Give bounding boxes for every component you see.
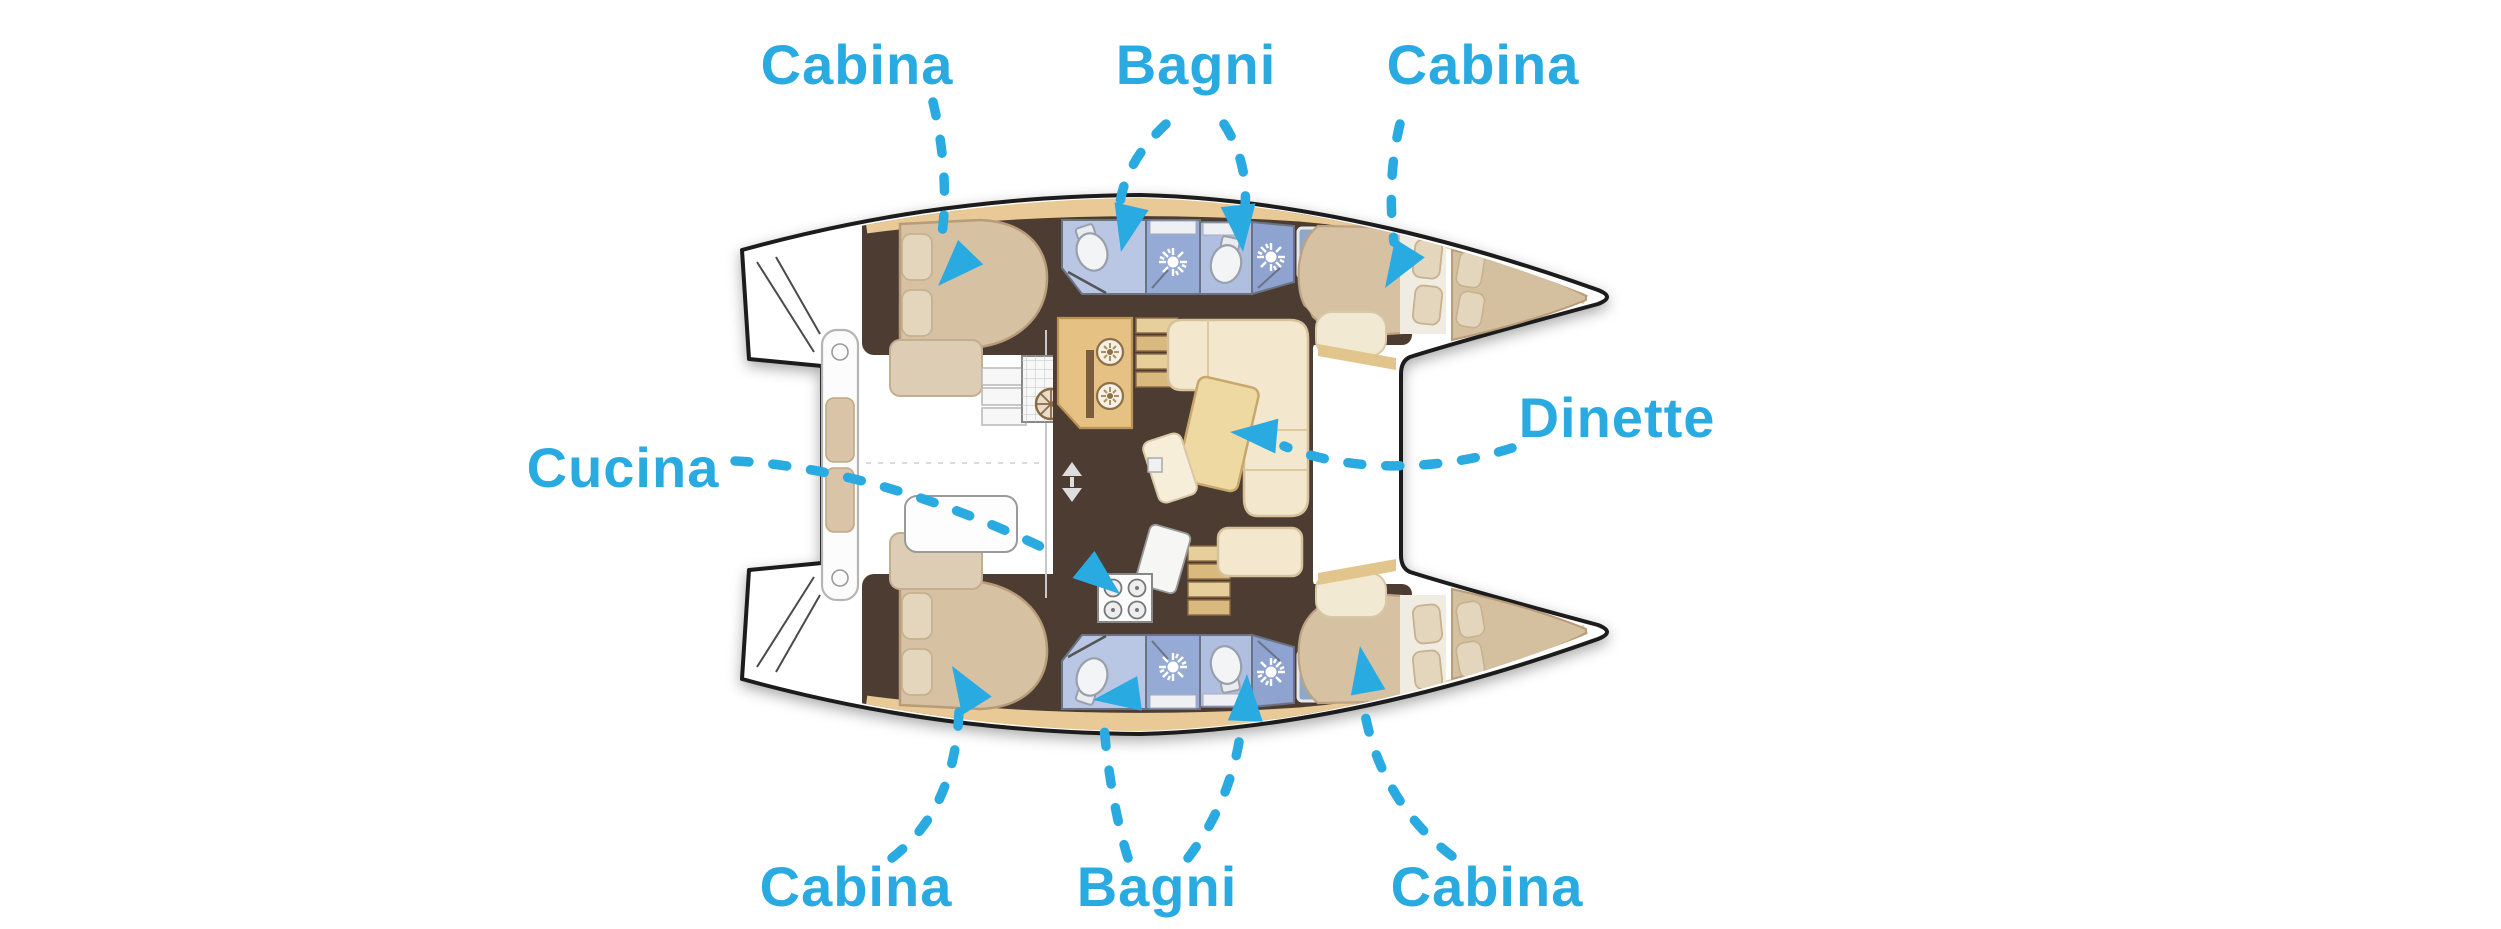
cockpit-bench bbox=[820, 328, 860, 602]
connector-cabina-top-right bbox=[1386, 119, 1405, 247]
transom-steps bbox=[756, 256, 821, 673]
callout-labels: Cabina Bagni Cabina Cucina Dinette Cabin… bbox=[527, 33, 1716, 918]
label-bagni-bottom: Bagni bbox=[1077, 855, 1238, 918]
connector-cabina-top-left bbox=[928, 97, 950, 245]
label-dinette: Dinette bbox=[1519, 386, 1716, 449]
connector-bagni-top-a bbox=[1114, 119, 1171, 215]
bench-cushion bbox=[825, 467, 855, 533]
salon bbox=[1053, 302, 1313, 623]
label-cucina: Cucina bbox=[527, 436, 720, 499]
stool bbox=[1142, 432, 1198, 504]
dinette-bench bbox=[1216, 526, 1304, 578]
connector-dinette bbox=[1279, 441, 1517, 471]
label-cabina-bottom-left: Cabina bbox=[760, 855, 953, 918]
connector-cucina bbox=[730, 456, 1061, 559]
connector-bagni-bottom-b bbox=[1183, 731, 1245, 863]
deck-fitting-icon bbox=[831, 343, 849, 361]
callout-connectors bbox=[730, 97, 1517, 863]
galley-counter bbox=[1056, 316, 1134, 430]
deck-fitting-icon bbox=[831, 569, 849, 587]
mast-post bbox=[1147, 457, 1163, 473]
label-cabina-top-right: Cabina bbox=[1387, 33, 1580, 96]
label-cabina-bottom-right: Cabina bbox=[1391, 855, 1584, 918]
cockpit-table bbox=[904, 495, 1018, 553]
bench-cushion bbox=[825, 397, 855, 463]
label-bagni-top: Bagni bbox=[1116, 33, 1277, 96]
door-marker-icon bbox=[1062, 462, 1082, 502]
dinette-sofa bbox=[1166, 318, 1310, 518]
connector-cabina-bottom-left bbox=[887, 707, 964, 863]
connector-bagni-bottom-a bbox=[1099, 721, 1133, 863]
connector-cabina-bottom-right bbox=[1358, 697, 1457, 861]
label-cabina-top-left: Cabina bbox=[761, 33, 954, 96]
entry-steps bbox=[981, 367, 1027, 426]
dinette-table bbox=[1176, 375, 1260, 493]
connector-bagni-top-b bbox=[1219, 119, 1251, 213]
